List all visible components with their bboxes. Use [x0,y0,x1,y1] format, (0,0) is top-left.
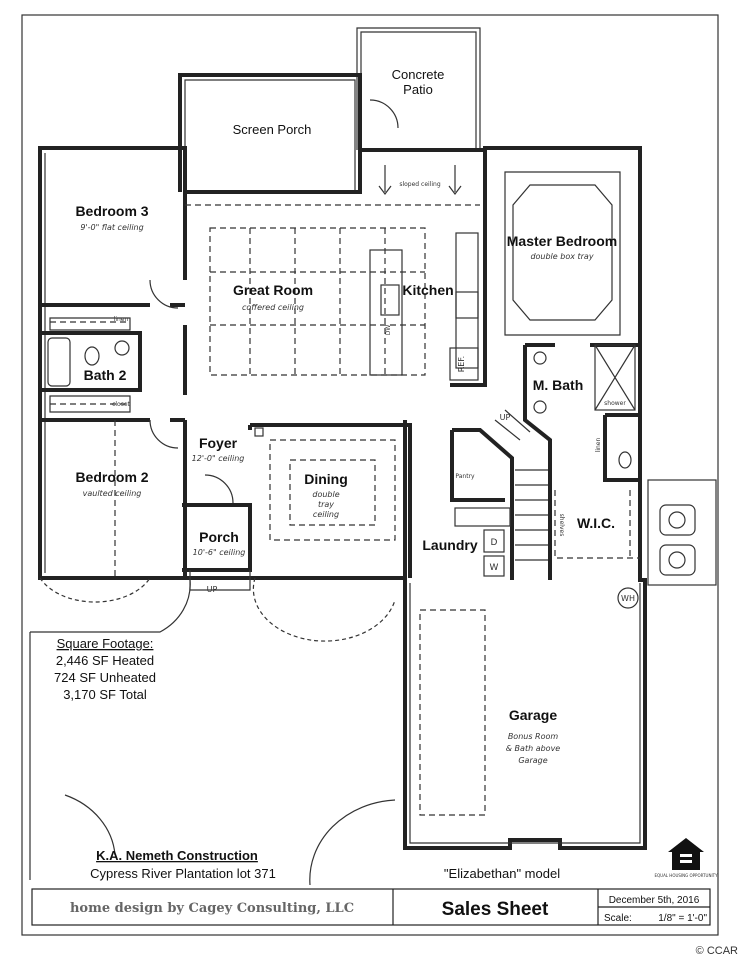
designer-credit: home design by Cagey Consulting, LLC [70,901,354,916]
ac-unit-icon [668,551,686,569]
sheet-title: Sales Sheet [442,899,549,920]
room-label-dining: Dining [304,471,348,487]
room-label-concrete-patio-2: Patio [403,82,433,97]
shelves-label: shelves [558,514,565,537]
ceiling-note-dining: tray [318,500,334,509]
washer [483,555,505,577]
toilet [618,451,632,469]
sloped-ceiling-note: sloped ceiling [399,181,440,188]
room-label-kitchen: Kitchen [402,282,453,298]
ceiling-note-bedroom3: 9'-0" flat ceiling [80,223,143,232]
sf-heated: 2,446 SF Heated [56,653,154,668]
garage-parking-outline [419,609,486,816]
ceiling-note-bedroom2: vaulted ceiling [83,489,142,498]
sf-total: 3,170 SF Total [63,687,147,702]
room-label-laundry: Laundry [422,537,477,553]
porch-up-label: UP [207,585,218,594]
sf-unheated: 724 SF Unheated [54,670,156,685]
title-block: home design by Cagey Consulting, LLC Sal… [31,888,711,926]
coffered-ceiling [185,204,480,376]
closet-label: closet [112,401,130,408]
ceiling-note-master-bedroom: double box tray [530,252,593,261]
garage-note: & Bath above [506,744,561,753]
equal-housing-text: EQUAL HOUSING OPPORTUNITY [654,873,718,878]
room-label-foyer: Foyer [199,435,238,451]
ceiling-note-dining: ceiling [313,510,339,519]
sink [114,340,130,356]
room-label-porch: Porch [199,529,239,545]
concrete-patio: Concrete Patio [356,27,481,150]
sheet-frame [21,14,719,936]
room-label-great-room: Great Room [233,282,313,298]
scale-label: Scale: [604,913,632,924]
ceiling-note-porch: 10'-6" ceiling [193,548,246,557]
room-label-screen-porch: Screen Porch [233,122,312,137]
ac-unit-icon [668,511,686,529]
linen-label: linen [595,437,602,452]
room-label-wic: W.I.C. [577,515,615,531]
copyright: © CCAR [696,945,738,957]
room-label-concrete-patio: Concrete [392,67,445,82]
refrigerator [449,347,479,381]
pantry-label: Pantry [455,473,475,480]
ceiling-note-great-room: coffered ceiling [242,303,304,312]
dishwasher-label: DW [385,325,392,336]
room-label-master-bedroom: Master Bedroom [507,233,617,249]
kitchen-sink [380,284,400,316]
bathtub [47,337,71,387]
model-name: "Elizabethan" model [444,866,560,881]
square-footage-title: Square Footage: [57,636,154,651]
cooktop [455,291,479,319]
double-box-tray [504,171,621,336]
vanity-sink [533,351,547,365]
vanity-sink [533,400,547,414]
equal-housing-logo: EQUAL HOUSING OPPORTUNITY [654,838,718,878]
shower-label: shower [604,400,626,407]
kitchen-island [369,249,403,376]
room-label-garage: Garage [509,707,557,723]
ref-label: REF. [457,356,466,372]
screen-porch: Screen Porch [178,73,362,192]
linen-label: linen [114,316,129,323]
builder-name: K.A. Nemeth Construction [96,848,258,863]
laundry-counter [454,507,511,527]
dryer [483,529,505,553]
garage-note: Bonus Room [508,732,559,741]
toilet [84,346,100,366]
garage-note: Garage [518,756,547,765]
water-heater-label: WH [621,594,635,603]
washer-label: W [490,563,499,573]
dryer-label: D [491,538,498,548]
room-label-bedroom3: Bedroom 3 [75,203,148,219]
room-label-m-bath: M. Bath [533,377,584,393]
ceiling-note-dining: double [312,490,339,499]
lot-info: Cypress River Plantation lot 371 [90,866,276,881]
sheet-date: December 5th, 2016 [609,895,700,906]
ac-pad [647,479,717,586]
scale-value: 1/8" = 1'-0" [658,913,707,924]
shower [594,344,636,411]
room-label-bath2: Bath 2 [84,367,127,383]
ceiling-note-foyer: 12'-0" ceiling [192,454,245,463]
stairs-up-label: UP [500,413,511,422]
room-label-bedroom2: Bedroom 2 [75,469,148,485]
closet-bedroom3 [49,317,131,331]
water-heater [617,587,639,609]
